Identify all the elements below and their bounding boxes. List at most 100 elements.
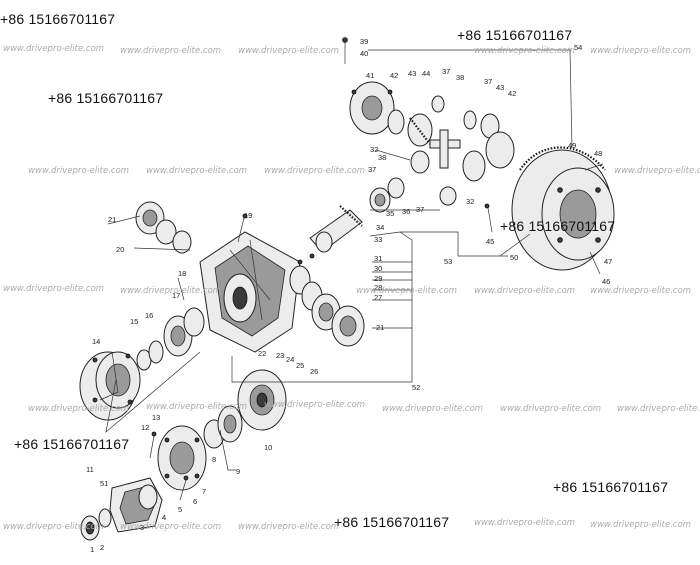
part-number-32-left: 32	[370, 145, 378, 154]
part-number-1: 1	[90, 545, 94, 554]
phone-overlay: +86 15166701167	[553, 479, 669, 495]
part-number-32-right: 32	[466, 197, 474, 206]
part-number-21-right: 21	[376, 323, 384, 332]
part-number-42: 42	[390, 71, 398, 80]
part-number-39: 39	[360, 37, 368, 46]
pinion-bearings-seals	[289, 265, 365, 347]
watermark-text: www.drivepro-elite.com	[238, 522, 340, 532]
watermark-text: www.drivepro-elite.com	[474, 286, 576, 296]
outer-housing-flange	[79, 307, 205, 421]
part-number-15: 15	[130, 317, 138, 326]
ring-gear-case-half	[511, 146, 615, 275]
part-number-10: 10	[264, 443, 272, 452]
phone-overlay: +86 15166701167	[0, 11, 116, 27]
watermark-text: www.drivepro-elite.com	[120, 522, 222, 532]
leader-lines	[99, 49, 573, 471]
part-number-43: 43	[408, 69, 416, 78]
watermark-text: www.drivepro-elite.com	[238, 46, 340, 56]
watermark-text: www.drivepro-elite.com	[590, 286, 692, 296]
part-number-51: 51	[100, 479, 108, 488]
watermark-text: www.drivepro-elite.com	[474, 518, 576, 528]
part-number-18: 18	[178, 269, 186, 278]
part-number-54: 54	[574, 43, 582, 52]
part-number-46: 46	[602, 277, 610, 286]
watermark-text: www.drivepro-elite.com	[614, 166, 700, 176]
watermark-text: www.drivepro-elite.com	[3, 522, 105, 532]
phone-overlay: +86 15166701167	[14, 436, 130, 452]
part-number-25: 25	[296, 361, 304, 370]
part-number-50: 50	[510, 253, 518, 262]
watermark-text: www.drivepro-elite.com	[356, 286, 458, 296]
part-number-24: 24	[286, 355, 294, 364]
differential-case-gears	[349, 81, 515, 213]
bolts-fasteners	[149, 37, 493, 501]
watermark-text: www.drivepro-elite.com	[617, 404, 700, 414]
part-number-47: 47	[604, 257, 612, 266]
part-number-49: 49	[568, 141, 576, 150]
watermark-text: www.drivepro-elite.com	[146, 402, 248, 412]
part-number-13: 13	[152, 413, 160, 422]
watermark-text: www.drivepro-elite.com	[146, 166, 248, 176]
part-number-6: 6	[193, 497, 197, 506]
part-number-22: 22	[258, 349, 266, 358]
part-number-38-top: 38	[456, 73, 464, 82]
watermark-text: www.drivepro-elite.com	[474, 46, 576, 56]
part-number-52: 52	[412, 383, 420, 392]
part-number-41: 41	[366, 71, 374, 80]
watermark-text: www.drivepro-elite.com	[3, 284, 105, 294]
part-number-44: 44	[422, 69, 430, 78]
part-number-21-left: 21	[108, 215, 116, 224]
part-number-37-top: 37	[442, 67, 450, 76]
watermark-text: www.drivepro-elite.com	[500, 404, 602, 414]
watermark-text: www.drivepro-elite.com	[28, 404, 130, 414]
part-number-11: 11	[86, 465, 94, 474]
part-number-36: 36	[402, 207, 410, 216]
phone-overlay: +86 15166701167	[48, 90, 164, 106]
watermark-text: www.drivepro-elite.com	[28, 166, 130, 176]
part-number-30: 30	[374, 264, 382, 273]
part-number-19: 19	[244, 211, 252, 220]
side-bearings-left	[135, 201, 192, 254]
part-number-12: 12	[141, 423, 149, 432]
part-number-40: 40	[360, 49, 368, 58]
phone-overlay: +86 15166701167	[457, 27, 573, 43]
part-number-26: 26	[310, 367, 318, 376]
part-number-3: 3	[140, 523, 144, 532]
watermark-text: www.drivepro-elite.com	[120, 46, 222, 56]
flange-yoke-assembly	[80, 477, 163, 541]
part-number-16: 16	[145, 311, 153, 320]
differential-carrier-housing	[199, 231, 301, 353]
pinion-gear-shaft	[297, 205, 363, 265]
part-number-37-right: 37	[484, 77, 492, 86]
part-number-34: 34	[376, 223, 384, 232]
part-number-28: 28	[374, 283, 382, 292]
watermark-text: www.drivepro-elite.com	[3, 44, 105, 54]
part-number-4: 4	[162, 513, 166, 522]
part-number-37-low: 37	[416, 205, 424, 214]
bearing-cage	[157, 405, 243, 491]
watermark-text: www.drivepro-elite.com	[264, 400, 366, 410]
watermark-text: www.drivepro-elite.com	[120, 286, 222, 296]
part-number-38-mid: 38	[378, 153, 386, 162]
watermark-text: www.drivepro-elite.com	[590, 520, 692, 530]
part-number-45: 45	[486, 237, 494, 246]
watermark-text: www.drivepro-elite.com	[590, 46, 692, 56]
part-number-23: 23	[276, 351, 284, 360]
part-number-37-mid: 37	[368, 165, 376, 174]
part-number-35: 35	[386, 209, 394, 218]
watermark-text: www.drivepro-elite.com	[382, 404, 484, 414]
part-number-5: 5	[178, 505, 182, 514]
part-number-33: 33	[374, 235, 382, 244]
part-number-27: 27	[374, 293, 382, 302]
watermark-text: www.drivepro-elite.com	[264, 166, 366, 176]
part-number-9: 9	[236, 467, 240, 476]
part-number-20: 20	[116, 245, 124, 254]
part-number-48: 48	[594, 149, 602, 158]
part-number-14: 14	[92, 337, 100, 346]
part-number-8: 8	[212, 455, 216, 464]
part-number-43-right: 43	[496, 83, 504, 92]
part-number-7: 7	[202, 487, 206, 496]
part-number-29: 29	[374, 274, 382, 283]
